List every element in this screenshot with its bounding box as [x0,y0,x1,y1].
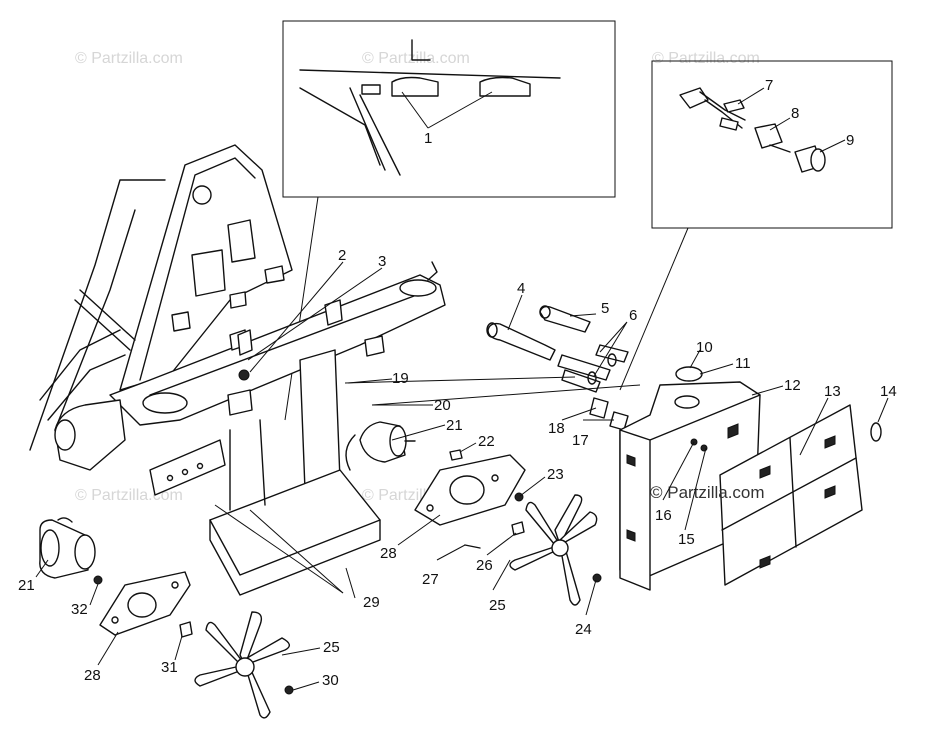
watermark-top-center: © Partzilla.com [362,50,470,67]
callout-5: 5 [601,300,609,317]
callout-labels: 2 3 4 5 6 10 11 12 13 14 15 16 17 18 19 … [18,247,897,689]
callout-20: 20 [434,397,451,414]
callout-7: 7 [765,77,773,94]
callout-21-lower: 21 [18,577,35,594]
callout-13: 13 [824,383,841,400]
callout-16: 16 [655,507,672,524]
callout-31: 31 [161,659,178,676]
callout-22: 22 [478,433,495,450]
callout-28-lower: 28 [84,667,101,684]
frame-assembly [29,144,446,596]
callout-4: 4 [517,280,525,297]
callout-17: 17 [572,432,589,449]
callout-15: 15 [678,531,695,548]
callout-3: 3 [378,253,386,270]
watermark-top-left: © Partzilla.com [75,50,183,67]
callout-9: 9 [846,132,854,149]
watermark-top-right: © Partzilla.com [652,50,760,67]
callout-29: 29 [363,594,380,611]
callout-12: 12 [784,377,801,394]
fan-motor-assembly-lower [39,517,294,719]
callout-6: 6 [629,307,637,324]
callout-14: 14 [880,383,897,400]
callout-2: 2 [338,247,346,264]
callout-11: 11 [735,355,751,372]
leader-lines [35,261,889,691]
callout-18: 18 [548,420,565,437]
callout-30: 30 [322,672,339,689]
watermark-radiator: © Partzilla.com [650,483,765,502]
callout-26: 26 [476,557,493,574]
callout-24: 24 [575,621,592,638]
callout-32: 32 [71,601,88,618]
detail-inset-sensor: 7 8 9 [619,60,893,391]
callout-8: 8 [791,105,799,122]
callout-23: 23 [547,466,564,483]
detail-inset-bracket: 1 [282,20,616,421]
callout-25-lower: 25 [323,639,340,656]
callout-21-upper: 21 [446,417,463,434]
callout-27: 27 [422,571,439,588]
callout-1: 1 [424,130,432,147]
fan-motor-assembly-center [345,421,602,606]
callout-28-center: 28 [380,545,397,562]
coolant-hoses [344,305,641,431]
callout-25-center: 25 [489,597,506,614]
callout-19: 19 [392,370,409,387]
radiator-assembly: © Partzilla.com [619,366,882,591]
callout-10: 10 [696,339,713,356]
